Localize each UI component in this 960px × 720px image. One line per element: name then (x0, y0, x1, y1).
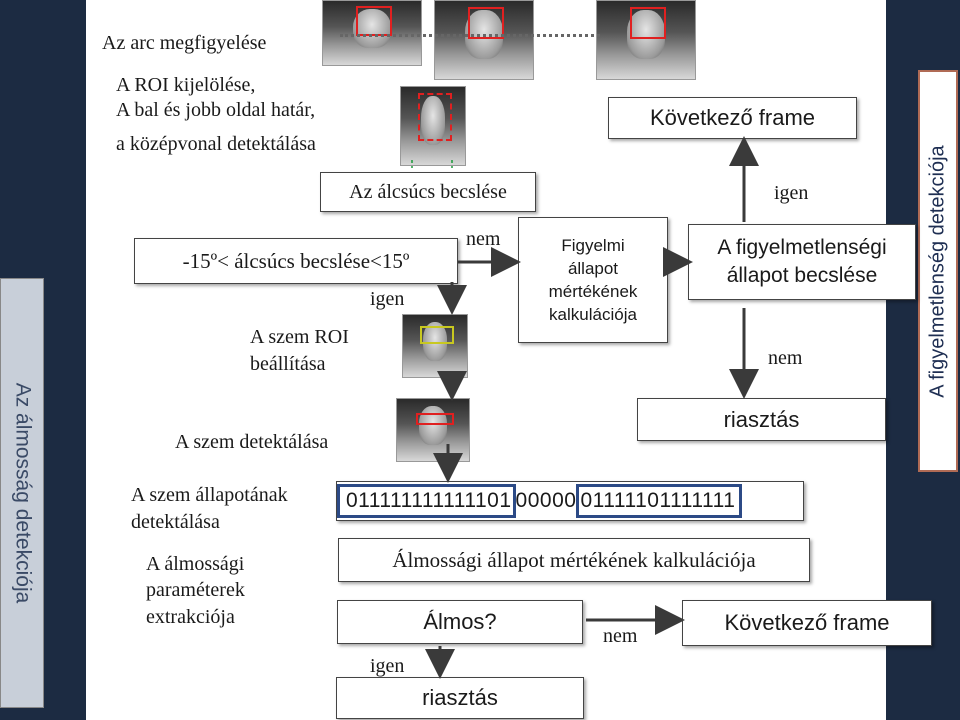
roi-face-photo (400, 86, 466, 166)
params-label-line2: paraméterek (146, 579, 245, 601)
eye-state-label-line2: detektálása (131, 511, 220, 533)
inattention-line2: állapot becslése (726, 264, 878, 287)
drowsy-question-box: Álmos? (337, 600, 583, 644)
face-photo-3 (596, 0, 696, 80)
edge-label-nem-bottom: nem (603, 625, 638, 647)
attention-calc-line2: állapot (567, 259, 619, 278)
eye-detection-photo (396, 398, 470, 462)
eye-state-label-line1: A szem állapotának (131, 484, 288, 506)
roi-label-line2: A bal és jobb oldal határ, (116, 99, 316, 121)
jaw-condition-box: -15º< álcsúcs becslése<15º (134, 238, 458, 284)
roi-label-line1: A ROI kijelölése, (116, 74, 256, 96)
drowsiness-side-label: Az álmosság detekciója (0, 278, 44, 708)
jaw-estimation-box: Az álcsúcs becslése (320, 172, 536, 212)
next-frame-top-box: Következő frame (608, 97, 857, 139)
edge-label-nem-right: nem (768, 347, 803, 369)
alarm-bottom-box: riasztás (336, 677, 584, 719)
sequence-part3: 01111101111111 (576, 484, 743, 518)
eye-roi-label-line2: beállítása (250, 353, 326, 375)
edge-label-igen-jaw: igen (370, 288, 405, 310)
sequence-part1: 011111111111101 (337, 484, 516, 518)
attention-calc-box: Figyelmi állapot mértékének kalkulációja (518, 217, 668, 343)
attention-calc-line4: kalkulációja (549, 305, 637, 324)
edge-label-igen-bottom: igen (370, 655, 405, 677)
attention-calc-line1: Figyelmi (561, 236, 625, 255)
eye-roi-photo (402, 314, 468, 378)
edge-label-igen-right: igen (774, 182, 809, 204)
eye-roi-label-line1: A szem ROI (250, 326, 349, 348)
roi-label-line3: a középvonal detektálása (116, 133, 316, 155)
edge-label-nem-top: nem (466, 228, 501, 250)
inattention-side-label: A figyelmetlenség detekciója (918, 70, 958, 472)
eye-detection-label: A szem detektálása (175, 431, 329, 453)
inattention-estimate-box: A figyelmetlenségi állapot becslése (688, 224, 916, 300)
face-observation-label: Az arc megfigyelése (102, 32, 267, 54)
drowsy-calc-box: Álmossági állapot mértékének kalkulációj… (338, 538, 810, 582)
alarm-right-box: riasztás (637, 398, 886, 441)
params-label-line3: extrakciója (146, 606, 235, 628)
next-frame-bottom-box: Következő frame (682, 600, 932, 646)
params-label-line1: A álmossági (146, 553, 245, 575)
inattention-line1: A figyelmetlenségi (717, 236, 887, 259)
frame-sequence-dots (340, 34, 600, 37)
attention-calc-line3: mértékének (548, 282, 638, 301)
sequence-part2: 00000 (515, 489, 577, 512)
